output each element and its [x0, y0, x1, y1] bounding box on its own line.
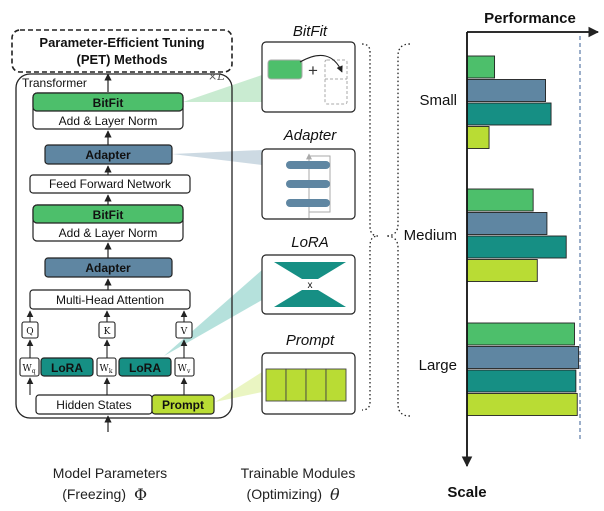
category-label-large: Large [419, 357, 457, 374]
modules-dotted-bracket [361, 43, 379, 411]
times-l-label: ×L [208, 70, 225, 83]
ffn-label: Feed Forward Network [49, 177, 172, 191]
wv-label: Wv [178, 364, 191, 375]
module-prompt-title: Prompt [286, 332, 335, 349]
adapter-top-label: Adapter [85, 148, 131, 162]
bar-small-2 [466, 79, 546, 102]
caption-model-line1: Model Parameters [53, 465, 167, 481]
module-adapter-title: Adapter [283, 127, 338, 144]
pet-title-box [11, 29, 233, 73]
bar-small-3 [466, 102, 552, 126]
mha-box [29, 289, 191, 310]
bar-large-3 [466, 369, 577, 393]
adapter-layer-1 [286, 161, 330, 169]
lora-box-1[interactable] [40, 357, 94, 377]
wq-label: Wq [22, 364, 35, 375]
wv-box [174, 357, 195, 377]
lora-mult-mark: x [308, 280, 313, 291]
k-box [98, 321, 116, 339]
bar-medium-1 [466, 188, 534, 212]
bar-large-1 [466, 322, 575, 346]
bitfit-bias-bar [267, 59, 303, 80]
pet-title-line1: Parameter-Efficient Tuning [39, 35, 204, 50]
lora-label-2: LoRA [129, 361, 161, 375]
prompt-box[interactable] [151, 394, 215, 415]
adapter-beam [172, 150, 262, 165]
bitfit-curve-arrow [299, 54, 343, 73]
k-label: K [104, 327, 111, 337]
prompt-beam [215, 372, 262, 402]
module-lora-title: LoRA [291, 234, 329, 251]
bitfit-ghost-box [324, 59, 348, 105]
bitfit-top-label: BitFit [93, 96, 124, 110]
module-bitfit-title: BitFit [293, 23, 328, 40]
bitfit-beam [183, 75, 262, 102]
bar-large-2 [466, 346, 580, 369]
v-label: V [180, 327, 188, 337]
adapter-mid-label: Adapter [85, 261, 131, 275]
category-label-medium: Medium [404, 227, 457, 244]
bar-medium-4 [466, 259, 538, 282]
caption-train-line2: (Optimizing) [247, 486, 322, 502]
bar-medium-3 [466, 235, 567, 259]
bitfit-mid-bar[interactable] [32, 204, 184, 224]
bar-medium-2 [466, 212, 548, 235]
caption-model-line2: (Freezing) [62, 486, 126, 502]
lora-up-projection [274, 290, 346, 307]
lora-beam [164, 270, 262, 356]
prompt-token-4 [325, 368, 347, 402]
hidden-states-label: Hidden States [56, 398, 131, 412]
wk-label: Wk [100, 364, 113, 375]
q-box [21, 321, 39, 339]
prompt-token-3 [305, 368, 327, 402]
lora-box-2[interactable] [118, 357, 172, 377]
chart-ylabel: Scale [447, 484, 486, 501]
mha-label: Multi-Head Attention [56, 293, 164, 307]
lora-label-1: LoRA [51, 361, 83, 375]
ffn-box [29, 174, 191, 194]
bar-large-4 [466, 393, 578, 416]
transformer-block [15, 73, 233, 419]
category-label-small: Small [419, 92, 457, 109]
pet-title-line2: (PET) Methods [77, 52, 168, 67]
bitfit-mid-label: BitFit [93, 208, 124, 222]
caption-train-line1: Trainable Modules [241, 465, 356, 481]
add-norm-mid-label: Add & Layer Norm [59, 226, 158, 240]
caption-train-symbol: θ [330, 485, 340, 504]
q-label: Q [26, 327, 33, 337]
bar-small-4 [466, 126, 490, 149]
prompt-token-2 [285, 368, 307, 402]
transformer-label: Transformer [22, 76, 87, 90]
caption-model-symbol: Φ [134, 485, 147, 504]
adapter-top-box[interactable] [44, 144, 173, 165]
wq-box [19, 357, 40, 377]
bitfit-top-bar[interactable] [32, 92, 184, 112]
bar-small-1 [466, 55, 496, 79]
bitfit-plus-sign: + [308, 61, 318, 80]
adapter-mid-box[interactable] [44, 257, 173, 278]
chart-title: Performance [484, 10, 576, 27]
prompt-token-1 [265, 368, 287, 402]
wk-box [96, 357, 117, 377]
add-norm-top-label: Add & Layer Norm [59, 114, 158, 128]
adapter-layer-3 [286, 199, 330, 207]
v-box [175, 321, 193, 339]
adapter-layer-2 [286, 180, 330, 188]
prompt-label: Prompt [162, 398, 204, 412]
lora-down-projection [274, 262, 346, 279]
